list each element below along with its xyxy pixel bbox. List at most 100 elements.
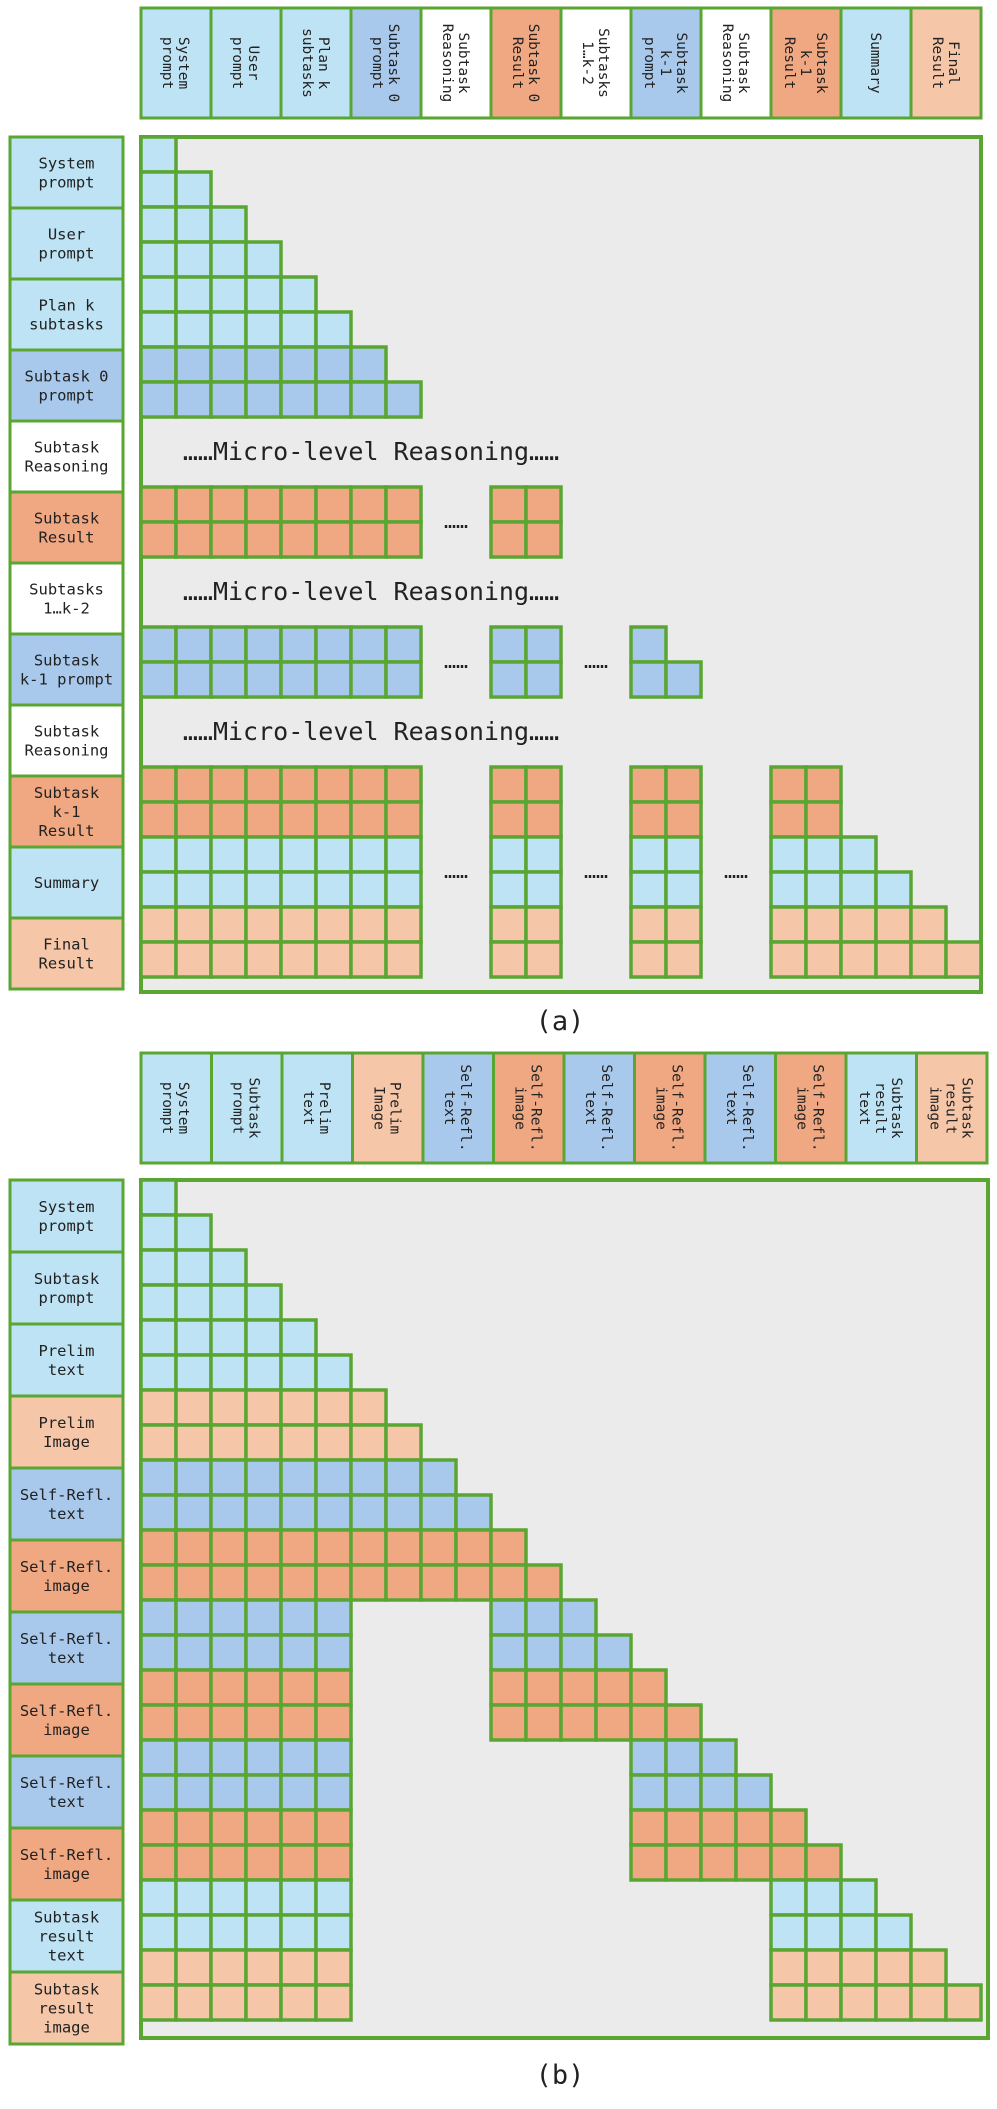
- mask-cell: [559, 1703, 598, 1742]
- column-header-label: Subtaskresulttext: [856, 1077, 904, 1138]
- mask-cell: [209, 1458, 248, 1497]
- mask-cell: [314, 1528, 353, 1567]
- mask-cell: [209, 1353, 248, 1392]
- mask-cell: [664, 1773, 703, 1812]
- mask-cell: [629, 1843, 668, 1882]
- mask-cell: [209, 835, 248, 874]
- column-header: Userprompt: [209, 6, 283, 120]
- mask-cell: [139, 1178, 178, 1217]
- column-header-label: Self-Refl.text: [723, 1064, 755, 1151]
- mask-cell: [209, 1703, 248, 1742]
- mask-cell: [909, 940, 948, 979]
- column-header: Systemprompt: [139, 1051, 213, 1165]
- mask-b-selfrefl-image-3-prefix: [139, 1808, 353, 1882]
- mask-cell: [664, 800, 703, 839]
- mask-cell: [664, 765, 703, 804]
- mask-b-selfrefl-text-3-diag: [629, 1738, 773, 1812]
- mask-cell: [244, 345, 283, 384]
- mask-cell: [314, 660, 353, 699]
- mask-cell: [139, 1493, 178, 1532]
- column-header-label: Systemprompt: [159, 1082, 191, 1135]
- mask-cell: [314, 1948, 353, 1987]
- mask-cell: [314, 1458, 353, 1497]
- mask-cell: [524, 660, 563, 699]
- mask-cell: [209, 1633, 248, 1672]
- row-label-cell: Self-Refl.text: [8, 1754, 125, 1830]
- mask-cell: [839, 1983, 878, 2022]
- mask-b-selfrefl-text-1: [139, 1458, 493, 1532]
- ellipsis: ……: [444, 859, 468, 883]
- mask-cell: [209, 1773, 248, 1812]
- mask-b-result-text-prefix: [139, 1878, 353, 1952]
- mask-cell: [629, 870, 668, 909]
- mask-cell: [174, 1248, 213, 1287]
- column-header-label: SubtaskReasoning: [439, 24, 471, 103]
- mask-cell: [244, 1423, 283, 1462]
- mask-cell: [279, 1528, 318, 1567]
- row-label: Summary: [34, 874, 99, 892]
- row-label-cell: Summary: [8, 845, 125, 920]
- column-header-label: Subtaskk-1Result: [781, 32, 829, 93]
- mask-cell: [209, 240, 248, 279]
- mask-cell: [664, 1843, 703, 1882]
- row-label-cell: Self-Refl.image: [8, 1682, 125, 1758]
- mask-cell: [454, 1563, 493, 1602]
- column-header: Plan ksubtasks: [279, 6, 353, 120]
- mask-cell: [139, 800, 178, 839]
- mask-cell: [279, 1563, 318, 1602]
- mask-cell: [174, 1773, 213, 1812]
- mask-b-selfrefl-text-2-prefix: [139, 1598, 353, 1672]
- mask-cell: [244, 275, 283, 314]
- mask-cell: [664, 1808, 703, 1847]
- mask-cell: [804, 905, 843, 944]
- mask-cell: [384, 765, 423, 804]
- row-label-cell: Self-Refl.image: [8, 1538, 125, 1614]
- column-header: Subtask 0Result: [489, 6, 563, 120]
- mask-cell: [174, 940, 213, 979]
- mask-cell: [139, 1213, 178, 1252]
- mask-cell: [489, 520, 528, 559]
- mask-cell: [734, 1773, 773, 1812]
- mask-block-final-self: [769, 905, 983, 979]
- mask-cell: [174, 1318, 213, 1357]
- column-header-label: Self-Refl.text: [582, 1064, 614, 1151]
- mask-cell: [244, 1388, 283, 1427]
- mask-cell: [209, 345, 248, 384]
- mask-cell: [279, 905, 318, 944]
- mask-cell: [244, 1528, 283, 1567]
- mask-cell: [244, 1353, 283, 1392]
- mask-block-subtaskk1-prompt: [139, 625, 423, 699]
- column-header: Self-Refl.image: [633, 1051, 707, 1165]
- mask-cell: [314, 1773, 353, 1812]
- mask-cell: [314, 800, 353, 839]
- column-header-label: Subtasks1…k-2: [579, 28, 611, 98]
- mask-cell: [244, 1878, 283, 1917]
- mask-cell: [664, 660, 703, 699]
- mask-cell: [874, 1948, 913, 1987]
- mask-cell: [769, 1843, 808, 1882]
- column-header: Self-Refl.text: [703, 1051, 777, 1165]
- mask-cell: [174, 1213, 213, 1252]
- mask-cell: [244, 1318, 283, 1357]
- mask-cell: [279, 1808, 318, 1847]
- mask-cell: [174, 1703, 213, 1742]
- mask-cell: [314, 485, 353, 524]
- mask-cell: [524, 1668, 563, 1707]
- column-header: Subtasks1…k-2: [559, 6, 633, 120]
- mask-cell: [139, 135, 178, 174]
- mask-cell: [489, 625, 528, 664]
- mask-cell: [209, 380, 248, 419]
- mask-cell: [804, 1983, 843, 2022]
- column-header-label: SubtaskReasoning: [719, 24, 751, 103]
- micro-reasoning-label: ……Micro-level Reasoning……: [183, 577, 559, 606]
- mask-cell: [594, 1703, 633, 1742]
- ellipsis: ……: [444, 509, 468, 533]
